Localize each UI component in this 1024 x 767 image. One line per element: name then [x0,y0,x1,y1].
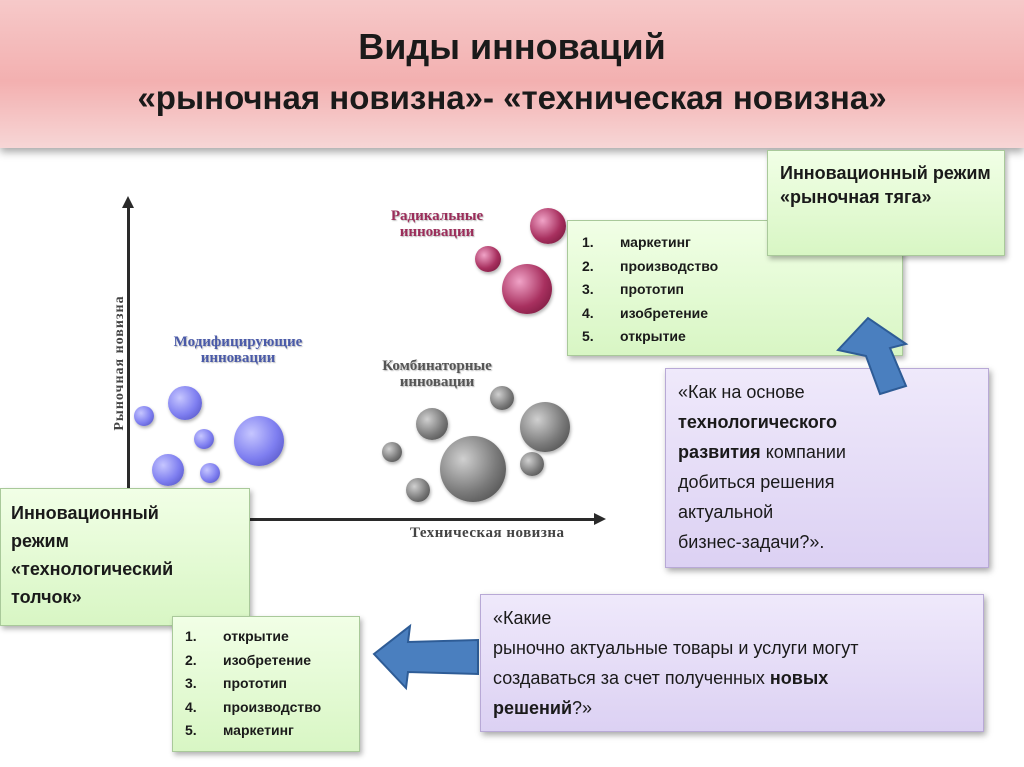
tech-push-title-line: толчок» [11,587,82,607]
list-item: 5. открытие [582,325,718,349]
radical-bubble [502,264,552,314]
list-item: 5. маркетинг [185,719,321,743]
question-1-bold-word: развития [678,442,761,462]
tech-push-steps-box: 1. открытие 2. изобретение 3. прототип 4. пр… [172,616,360,752]
combinatorial-bubble [520,452,544,476]
combinatorial-bubble [416,408,448,440]
tech-push-title-box: Инновационный режим «технологический тол… [0,488,250,626]
radical-innovations-label: Радикальные инновации [372,208,502,240]
combinatorial-bubble [440,436,506,502]
modifying-bubble [200,463,220,483]
y-axis-label: Рыночная новизна [112,295,127,431]
question-1-line-bold: технологического [678,412,838,432]
step-number: 4. [185,698,197,715]
combinatorial-label-line1: Комбинаторные [382,358,492,374]
modifying-bubble [152,454,184,486]
y-axis [127,200,130,530]
radical-label-line2: инновации [399,224,475,240]
step-label: открытие [620,328,686,344]
market-pull-title-box: Инновационный режим «рыночная тяга» [767,150,1005,256]
step-label: производство [620,257,719,274]
tech-push-title-line: Инновационный [11,503,159,523]
question-1-line: добиться решения [678,472,835,492]
question-1-text: «Как на основе технологического развития… [678,377,978,557]
step-number: 5. [185,722,197,738]
modifying-bubble [134,406,154,426]
step-label: маркетинг [620,234,691,250]
step-label: изобретение [223,651,312,668]
question-2-line: решений?» [493,693,977,723]
modifying-bubble [168,386,202,420]
list-item: 4. производство [185,696,321,720]
combinatorial-label-line2: инновации [399,374,475,390]
question-1-line: развития компании [678,437,978,467]
question-2-line: рыночно актуальные товары и услуги могут [493,638,859,658]
question-2-text-span: создаваться за счет полученных [493,668,770,688]
market-pull-steps: 1. маркетинг 2. производство 3. прототип 4.… [582,231,718,349]
step-label: прототип [223,675,288,691]
step-label: прототип [620,281,685,297]
radical-bubble [530,208,566,244]
step-number: 1. [582,234,594,250]
combinatorial-bubble [520,402,570,452]
question-2-bold-word: решений [493,698,573,718]
market-pull-title: Инновационный режим «рыночная тяга» [780,163,991,207]
step-label: открытие [223,628,289,644]
step-number: 3. [185,675,197,691]
radical-bubble [475,246,501,272]
question-2-bold-word: новых [769,668,829,688]
modifying-bubble [194,429,214,449]
question-1-line: актуальной [678,502,774,522]
combinatorial-bubble [490,386,514,410]
combinatorial-innovations-label: Комбинаторные инновации [362,358,512,390]
tech-push-title: Инновационный режим «технологический тол… [11,499,243,611]
list-item: 1. открытие [185,625,321,649]
question-1-text-span: компании [760,442,846,462]
combinatorial-bubble [406,478,430,502]
slide-header: Виды инноваций «рыночная новизна»- «техн… [0,0,1024,148]
x-axis-label: Техническая новизна [410,525,565,541]
left-arrow-icon [372,623,479,691]
tech-push-title-line: режим [11,531,69,551]
tech-push-steps: 1. открытие 2. изобретение 3. прототип 4. пр… [185,625,321,743]
question-1-line: «Как на основе [678,382,805,402]
question-box-2: «Какие рыночно актуальные товары и услуг… [480,594,984,732]
list-item: 2. производство [582,255,718,279]
question-2-text: «Какие рыночно актуальные товары и услуг… [493,603,977,723]
modifying-innovations-label: Модифицирующие инновации [152,334,324,366]
list-item: 3. прототип [582,278,718,302]
modifying-label-line2: инновации [200,350,276,366]
slide-title: Виды инноваций [358,26,666,67]
step-number: 1. [185,628,197,644]
step-number: 2. [185,651,197,668]
radical-label-line1: Радикальные [390,208,484,224]
tech-push-title-line: «технологический [11,559,174,579]
step-number: 2. [582,257,594,274]
list-item: 2. изобретение [185,649,321,673]
question-2-line: создаваться за счет полученных новых [493,663,977,693]
question-1-line: бизнес-задачи?». [678,532,825,552]
x-axis-arrow [594,513,606,525]
question-2-line: «Какие [493,608,552,628]
modifying-bubble [234,416,284,466]
market-pull-steps-box: 1. маркетинг 2. производство 3. прототип 4.… [567,220,903,356]
x-axis [128,518,596,521]
question-box-1: «Как на основе технологического развития… [665,368,989,568]
list-item: 1. маркетинг [582,231,718,255]
step-label: изобретение [620,304,709,321]
list-item: 4. изобретение [582,302,718,326]
slide-subtitle: «рыночная новизна»- «техническая новизна… [137,79,887,116]
y-axis-arrow [122,196,134,208]
list-item: 3. прототип [185,672,321,696]
step-number: 3. [582,281,594,297]
combinatorial-bubble [382,442,402,462]
up-arrow-icon [836,316,909,396]
step-label: маркетинг [223,722,294,738]
step-number: 5. [582,328,594,344]
modifying-label-line1: Модифицирующие [173,334,303,350]
step-number: 4. [582,304,594,321]
step-label: производство [223,698,322,715]
question-2-text-span: ?» [572,698,593,718]
